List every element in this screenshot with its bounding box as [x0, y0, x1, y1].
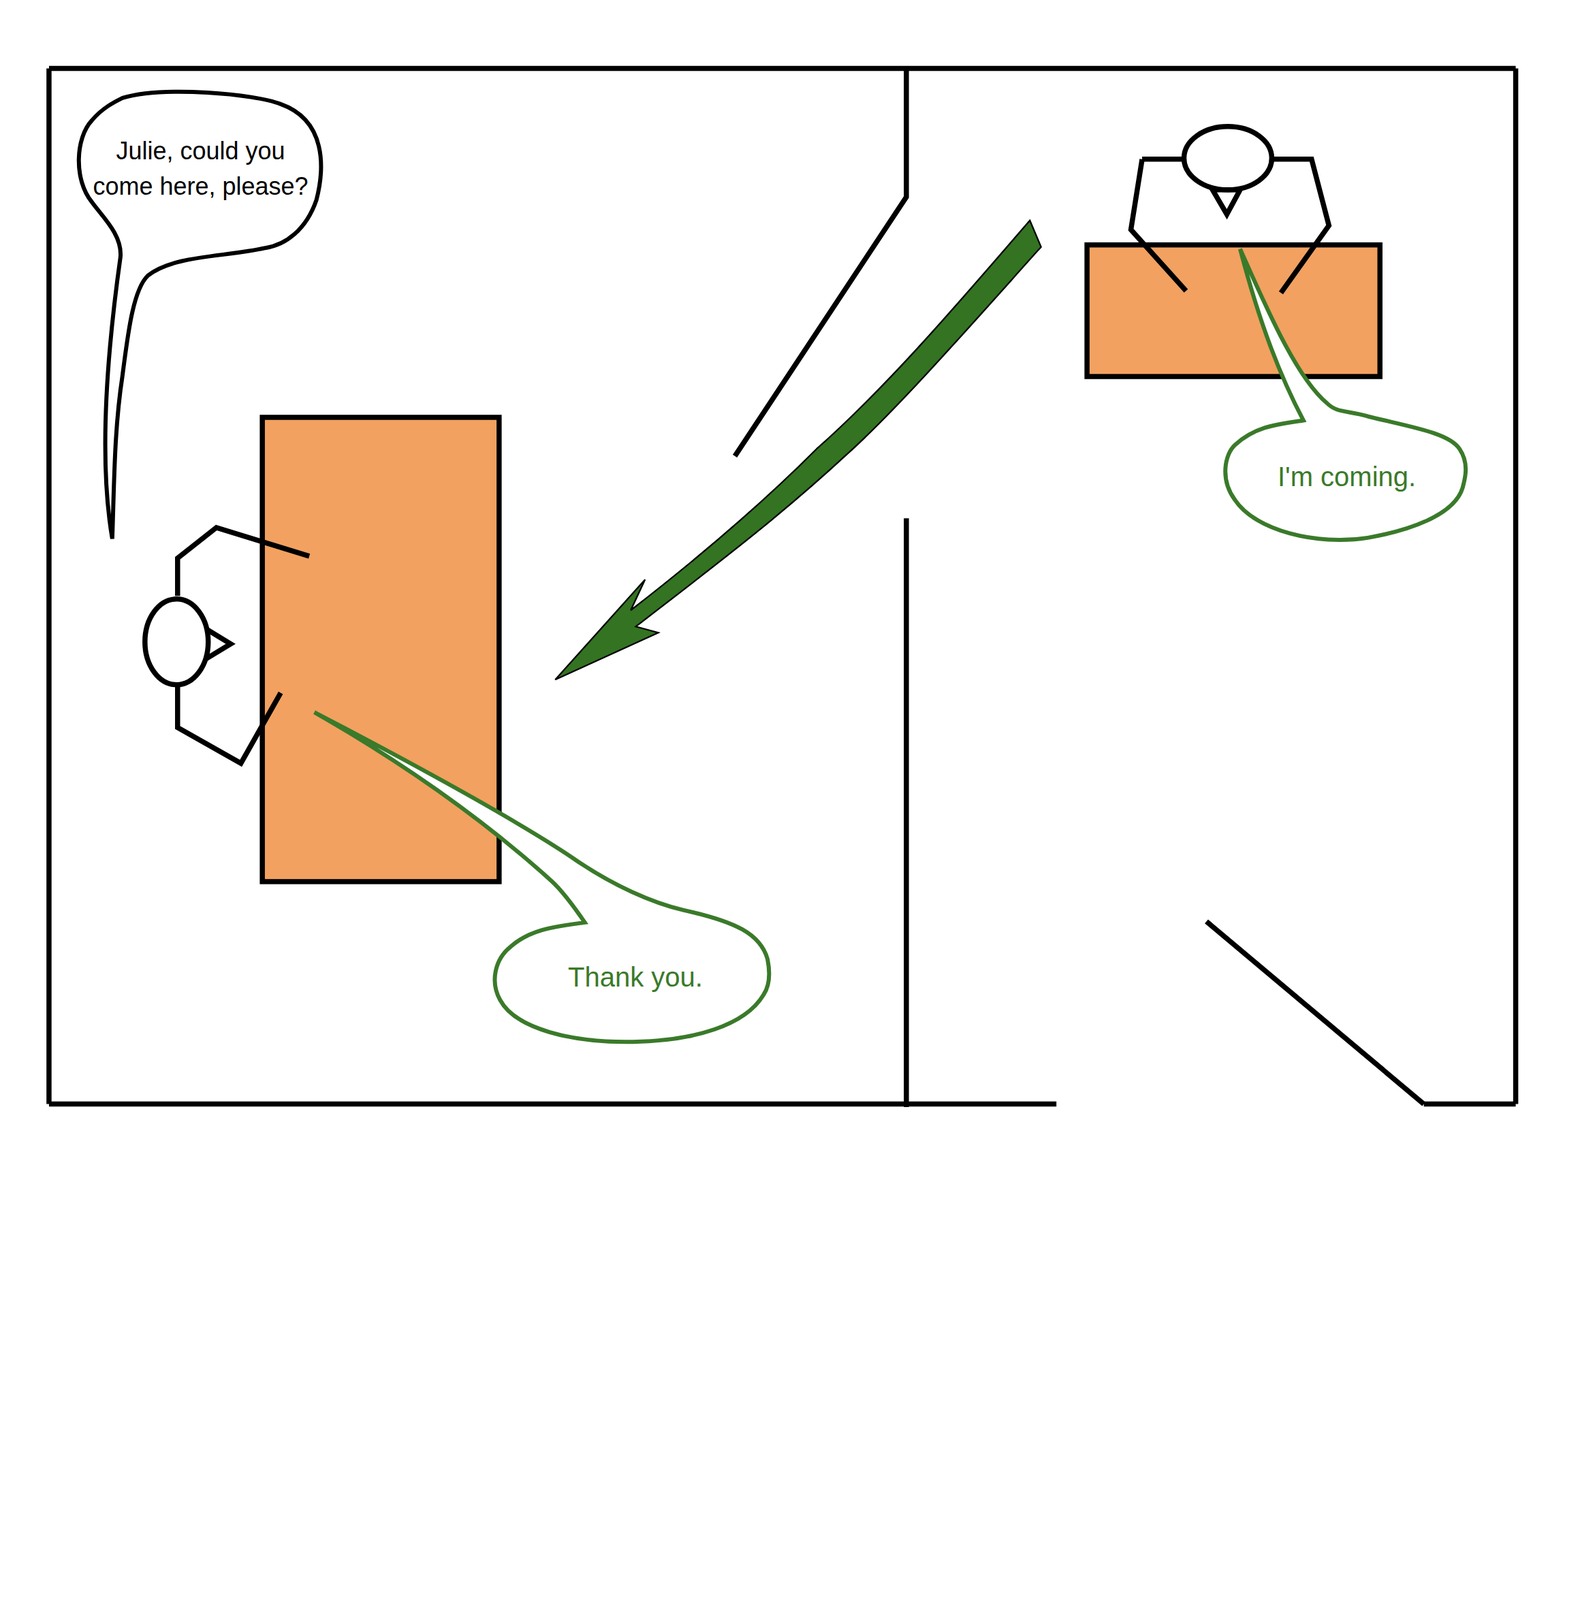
speech-bubble	[1225, 249, 1466, 541]
speech-bubble-text-area: Thank you.	[502, 946, 769, 1008]
desk-left	[262, 417, 500, 882]
person-left	[145, 527, 310, 764]
person-right	[1131, 126, 1330, 293]
speech-bubble	[79, 91, 322, 539]
speech-text: Thank you.	[567, 957, 703, 998]
speech-bubble	[314, 712, 770, 1042]
speech-bubble-text-area: I'm coming.	[1229, 446, 1465, 508]
speech-bubble-text-area: Julie, could you come here, please?	[83, 102, 319, 235]
speech-text: I'm coming.	[1277, 456, 1416, 497]
speech-text: Julie, could you come here, please?	[83, 133, 319, 205]
movement-arrow	[555, 220, 1041, 680]
desk-right	[1086, 245, 1380, 377]
